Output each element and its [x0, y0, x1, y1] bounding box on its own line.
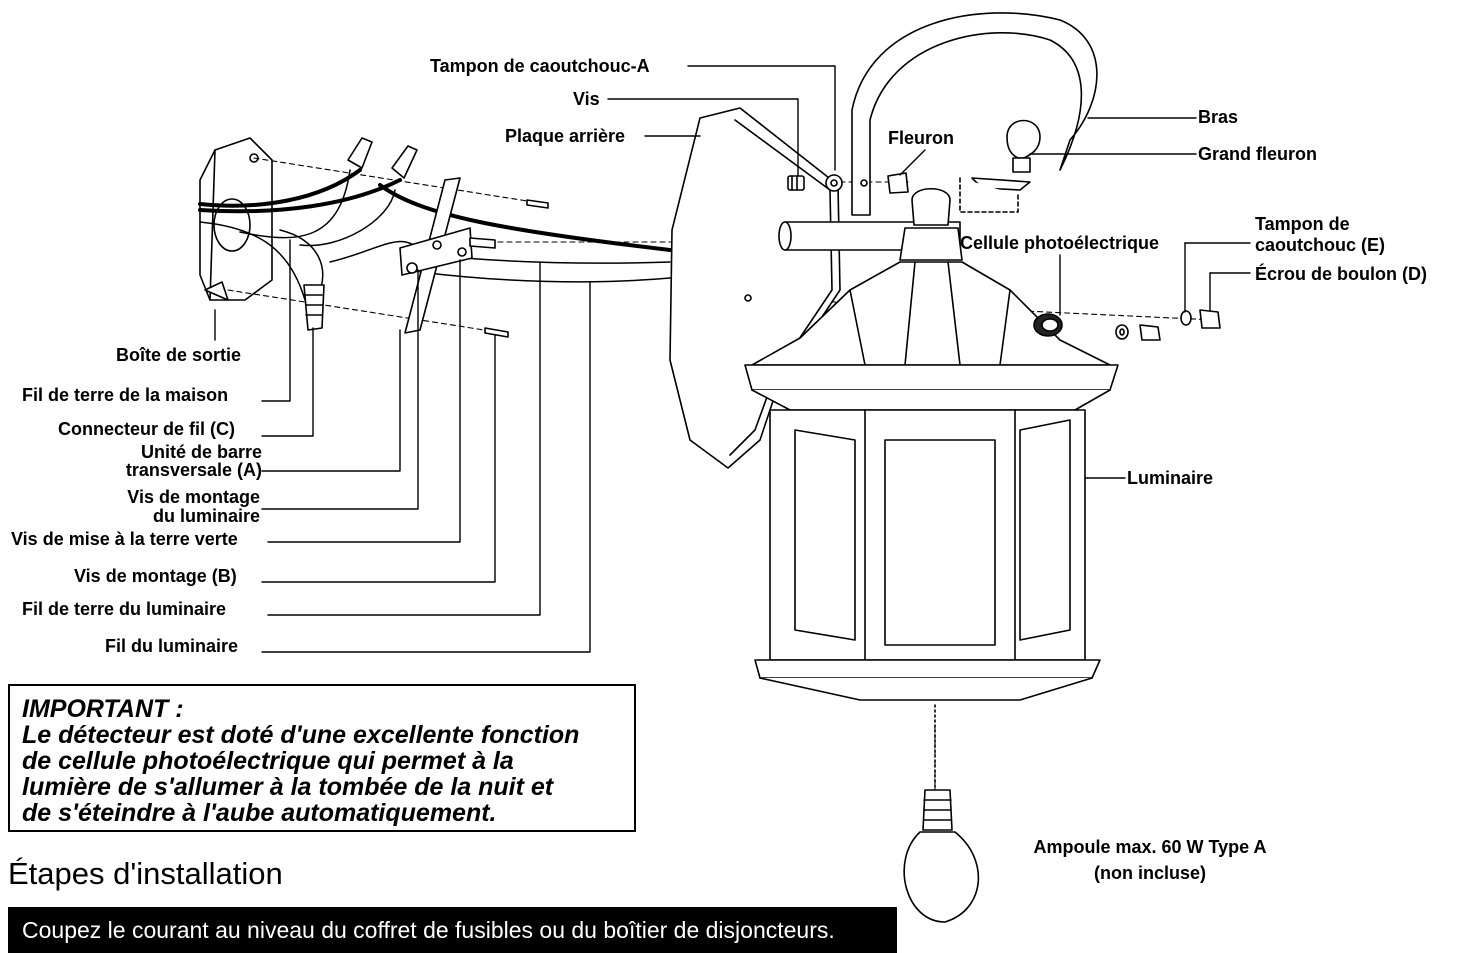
outlet-box [199, 137, 273, 301]
label-ampoule-line2: (non incluse) [1094, 863, 1206, 883]
label-plaque-arriere: Plaque arrière [505, 126, 626, 146]
photocell-hardware [1115, 309, 1221, 341]
label-vis-montage-luminaire-line2: du luminaire [152, 506, 260, 526]
label-ecrou-de-boulon: Écrou de boulon (D) [1255, 264, 1427, 284]
label-vis: Vis [573, 89, 600, 109]
label-unite-barre-line1: Unité de barre [140, 442, 262, 462]
label-connecteur-de-fil: Connecteur de fil (C) [58, 419, 236, 439]
important-line-2: de cellule photoélectrique qui permet à … [22, 747, 514, 775]
label-vis-montage-luminaire-line1: Vis de montage [127, 487, 260, 507]
wire-connectors [303, 137, 418, 331]
important-title: IMPORTANT : [22, 695, 184, 723]
step-1-bar: Coupez le courant au niveau du coffret d… [8, 907, 897, 953]
label-bras: Bras [1198, 107, 1239, 127]
lantern-fixture [744, 188, 1119, 791]
label-boite-de-sortie: Boîte de sortie [116, 345, 242, 365]
label-fil-du-luminaire: Fil du luminaire [105, 636, 239, 656]
label-grand-fleuron: Grand fleuron [1198, 144, 1318, 164]
label-tampon-a: Tampon de caoutchouc-A [430, 56, 650, 76]
important-line-4: de s'éteindre à l'aube automatiquement. [22, 799, 497, 827]
crossbar-bracket [399, 177, 549, 338]
light-bulb [903, 789, 980, 923]
important-line-3: lumière de s'allumer à la tombée de la n… [22, 773, 554, 801]
label-vis-terre-verte: Vis de mise à la terre verte [11, 529, 238, 549]
important-line-1: Le détecteur est doté d'une excellente f… [22, 721, 580, 749]
label-fil-terre-luminaire: Fil de terre du luminaire [22, 599, 227, 619]
installation-steps-title: Étapes d'installation [8, 856, 283, 891]
label-vis-montage-b: Vis de montage (B) [74, 566, 237, 586]
label-ampoule-line1: Ampoule max. 60 W Type A [1033, 837, 1267, 857]
label-unite-barre-line2: transversale (A) [125, 460, 262, 480]
label-fil-terre-maison: Fil de terre de la maison [22, 385, 229, 405]
arm-hardware [787, 119, 1041, 213]
arm [851, 12, 1098, 216]
label-luminaire: Luminaire [1127, 468, 1214, 488]
label-cellule-photoelectrique: Cellule photoélectrique [960, 233, 1160, 253]
step-1-text: Coupez le courant au niveau du coffret d… [22, 917, 835, 943]
leader-lines [214, 65, 1251, 653]
label-fleuron: Fleuron [888, 128, 954, 148]
label-tampon-e-line2: caoutchouc (E) [1255, 235, 1386, 255]
important-notice-box: IMPORTANT : Le détecteur est doté d'une … [8, 684, 636, 832]
label-tampon-e-line1: Tampon de [1255, 214, 1350, 234]
